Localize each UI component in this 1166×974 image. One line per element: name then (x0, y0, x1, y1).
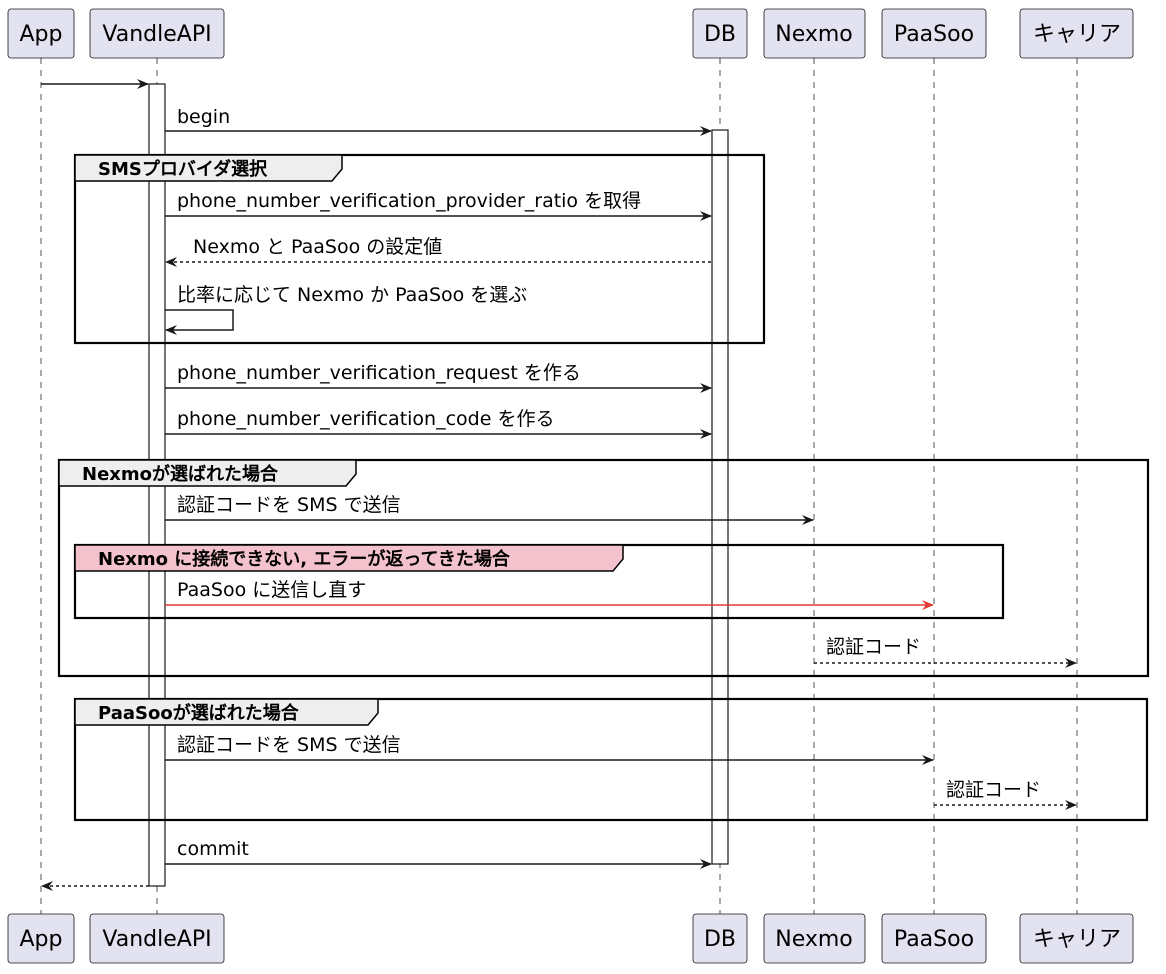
frame-sms-provider: SMSプロバイダ選択 (73, 153, 766, 345)
message-ratio-return: Nexmo と PaaSoo の設定値 (165, 236, 711, 267)
frame-title: Nexmo に接続できない, エラーが返ってきた場合 (98, 548, 511, 570)
message-label: phone_number_verification_code を作る (177, 408, 554, 430)
participant-label: App (20, 22, 63, 47)
message-make-code: phone_number_verification_code を作る (165, 408, 712, 439)
message-make-request: phone_number_verification_request を作る (165, 362, 712, 393)
message-choose-self: 比率に応じて Nexmo か PaaSoo を選ぶ (165, 284, 527, 335)
participant-label: PaaSoo (894, 22, 974, 47)
participant-paasoo-top: PaaSoo (881, 8, 987, 59)
participant-label: キャリア (1033, 22, 1121, 47)
participant-label: DB (704, 927, 736, 952)
participant-label: キャリア (1033, 927, 1121, 952)
participant-carrier-top: キャリア (1019, 8, 1134, 59)
message-paasoo-code: 認証コード (934, 779, 1077, 810)
participant-vandleapi-bottom: VandleAPI (89, 913, 225, 964)
participant-label: PaaSoo (894, 927, 974, 952)
message-label: 比率に応じて Nexmo か PaaSoo を選ぶ (177, 284, 527, 306)
message-commit: commit (165, 838, 712, 869)
message-label: phone_number_verification_request を作る (177, 362, 581, 384)
participant-paasoo-bottom: PaaSoo (881, 913, 987, 964)
participant-label: DB (704, 22, 736, 47)
frame-title: PaaSooが選ばれた場合 (98, 702, 300, 724)
participant-label: Nexmo (775, 22, 853, 47)
participant-app-top: App (7, 8, 75, 59)
participant-label: Nexmo (775, 927, 853, 952)
frame-title: Nexmoが選ばれた場合 (82, 463, 279, 485)
participant-vandleapi-top: VandleAPI (89, 8, 225, 59)
frame-title-tab (74, 154, 343, 182)
participant-label: App (20, 927, 63, 952)
participant-db-bottom: DB (692, 913, 748, 964)
participant-label: VandleAPI (102, 22, 211, 47)
participant-nexmo-bottom: Nexmo (763, 913, 866, 964)
participant-db-top: DB (692, 8, 748, 59)
message-label: 認証コード (946, 779, 1041, 801)
message-label: Nexmo と PaaSoo の設定値 (193, 236, 442, 258)
participant-app-bottom: App (7, 913, 75, 964)
message-begin: begin (165, 106, 712, 136)
frame-title-tab (74, 698, 379, 726)
frame-title-tab (58, 459, 357, 487)
frame-nexmo-selected: Nexmoが選ばれた場合 (57, 458, 1150, 678)
frame-title: SMSプロバイダ選択 (98, 158, 268, 180)
frame-nexmo-error: Nexmo に接続できない, エラーが返ってきた場合 (73, 543, 1005, 620)
message-label: begin (177, 106, 230, 128)
frame-paasoo-selected: PaaSooが選ばれた場合 (73, 697, 1149, 822)
frame-title-tab (74, 544, 624, 572)
message-paasoo-send: 認証コードを SMS で送信 (165, 734, 934, 765)
message-label: phone_number_verification_provider_ratio… (177, 190, 641, 212)
participant-nexmo-top: Nexmo (763, 8, 866, 59)
message-label: PaaSoo に送信し直す (177, 579, 366, 601)
message-paasoo-resend: PaaSoo に送信し直す (165, 579, 934, 610)
message-label: 認証コードを SMS で送信 (177, 494, 401, 516)
message-label: commit (177, 838, 249, 860)
message-get-ratio: phone_number_verification_provider_ratio… (165, 190, 712, 221)
message-nexmo-code: 認証コード (814, 636, 1077, 668)
message-label: 認証コードを SMS で送信 (177, 734, 401, 756)
message-nexmo-send: 認証コードを SMS で送信 (165, 494, 814, 525)
activation-db (711, 129, 729, 865)
participant-label: VandleAPI (102, 927, 211, 952)
message-label: 認証コード (826, 636, 921, 658)
participant-carrier-bottom: キャリア (1019, 913, 1134, 964)
